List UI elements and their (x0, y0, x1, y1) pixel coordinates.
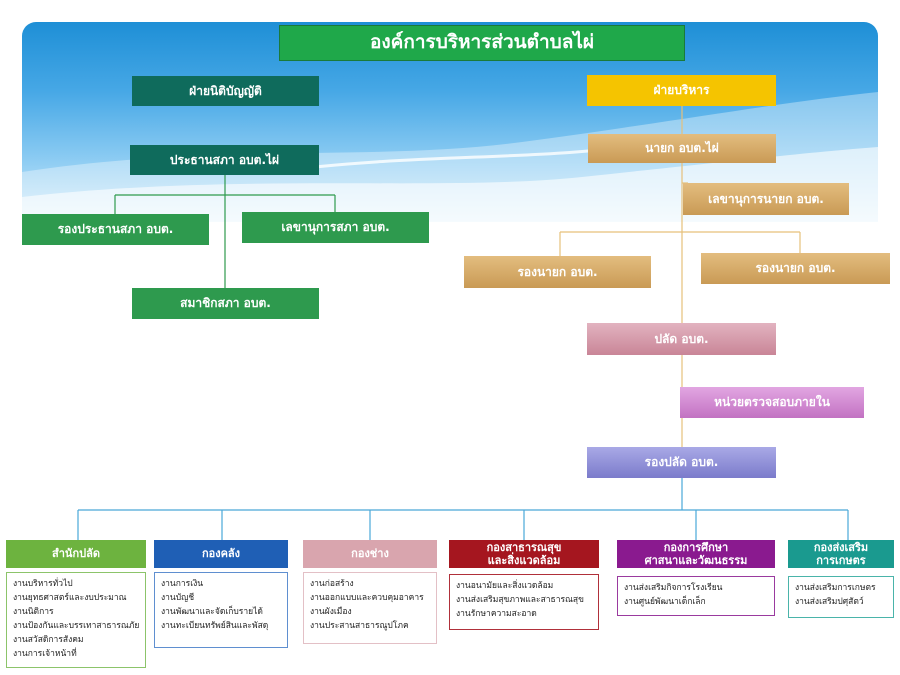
mayor-secretary-box: เลขานุการนายก อบต. (683, 183, 849, 215)
dept-education-header: กองการศึกษา ศาสนาและวัฒนธรรม (617, 540, 775, 568)
deputy-mayor-left-box: รองนายก อบต. (464, 256, 651, 288)
dept-agriculture-list: งานส่งเสริมการเกษตร งานส่งเสริมปศุสัตว์ (788, 576, 894, 618)
list-item: งานการเจ้าหน้าที่ (13, 649, 77, 659)
dept-office-palad-list: งานบริหารทั่วไป งานยุทธศาสตร์และงบประมาณ… (6, 572, 146, 668)
list-item: งานส่งเสริมกิจการโรงเรียน (624, 583, 723, 593)
council-secretary-box: เลขานุการสภา อบต. (242, 212, 429, 243)
dept-agriculture-header: กองส่งเสริม การเกษตร (788, 540, 894, 568)
list-item: งานส่งเสริมสุขภาพและสาธารณสุข (456, 595, 584, 605)
list-item: งานรักษาความสะอาด (456, 609, 537, 619)
list-item: งานบัญชี (161, 593, 195, 603)
dept-engineering-list: งานก่อสร้าง งานออกแบบและควบคุมอาคาร งานผ… (303, 572, 437, 644)
list-item: งานออกแบบและควบคุมอาคาร (310, 593, 424, 603)
list-item: งานการเงิน (161, 579, 204, 589)
list-item: งานบริหารทั่วไป (13, 579, 73, 589)
list-item: งานนิติการ (13, 607, 54, 617)
executive-branch-header: ฝ่ายบริหาร (587, 75, 776, 106)
list-item: งานยุทธศาสตร์และงบประมาณ (13, 593, 127, 603)
dept-finance-header: กองคลัง (154, 540, 288, 568)
list-item: งานสวัสดิการสังคม (13, 635, 84, 645)
list-item: งานประสานสาธารณูปโภค (310, 621, 409, 631)
mayor-box: นายก อบต.ไผ่ (588, 134, 776, 163)
palad-box: ปลัด อบต. (587, 323, 776, 355)
legislative-branch-header: ฝ่ายนิติบัญญัติ (132, 76, 319, 106)
list-item: งานส่งเสริมการเกษตร (795, 583, 876, 593)
list-item: งานพัฒนาและจัดเก็บรายได้ (161, 607, 263, 617)
deputy-palad-box: รองปลัด อบต. (587, 447, 776, 478)
dept-finance-list: งานการเงิน งานบัญชี งานพัฒนาและจัดเก็บรา… (154, 572, 288, 648)
list-item: งานก่อสร้าง (310, 579, 354, 589)
dept-public-health-list: งานอนามัยและสิ่งแวดล้อม งานส่งเสริมสุขภา… (449, 574, 599, 630)
list-item: งานศูนย์พัฒนาเด็กเล็ก (624, 597, 706, 607)
list-item: งานส่งเสริมปศุสัตว์ (795, 597, 864, 607)
dept-engineering-header: กองช่าง (303, 540, 437, 568)
org-title: องค์การบริหารส่วนตำบลไผ่ (279, 25, 685, 61)
dept-education-list: งานส่งเสริมกิจการโรงเรียน งานศูนย์พัฒนาเ… (617, 576, 775, 616)
list-item: งานผังเมือง (310, 607, 352, 617)
council-chair-box: ประธานสภา อบต.ไผ่ (130, 145, 319, 175)
deputy-mayor-right-box: รองนายก อบต. (701, 253, 890, 284)
council-vice-chair-box: รองประธานสภา อบต. (22, 214, 209, 245)
dept-public-health-header: กองสาธารณสุข และสิ่งแวดล้อม (449, 540, 599, 568)
list-item: งานป้องกันและบรรเทาสาธารณภัย (13, 621, 140, 631)
dept-office-palad-header: สำนักปลัด (6, 540, 146, 568)
council-members-box: สมาชิกสภา อบต. (132, 288, 319, 319)
internal-audit-box: หน่วยตรวจสอบภายใน (680, 387, 864, 418)
list-item: งานอนามัยและสิ่งแวดล้อม (456, 581, 554, 591)
list-item: งานทะเบียนทรัพย์สินและพัสดุ (161, 621, 269, 631)
